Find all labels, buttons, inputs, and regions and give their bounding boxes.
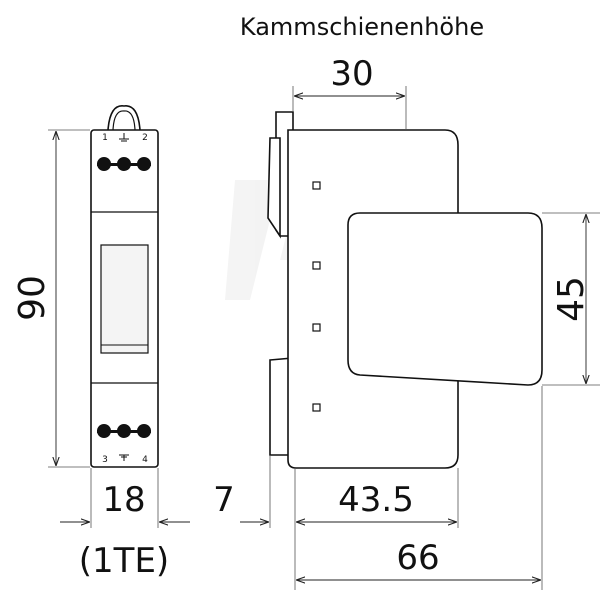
side-slot (312, 261, 321, 270)
offset-7-label: 7 (213, 480, 235, 520)
side-slot (312, 181, 321, 190)
hanger-loop (107, 105, 141, 131)
cover-45-label: 45 (551, 276, 592, 322)
front-view: 1 2 3 4 (90, 105, 159, 468)
terminal-number-3: 3 (102, 455, 108, 465)
ground-symbol-top-icon (119, 133, 129, 142)
dimension-depth-66: 66 (297, 386, 543, 590)
rail-clip-top-tab (267, 137, 281, 239)
front-cover (347, 212, 543, 386)
terminal-number-4: 4 (142, 455, 148, 465)
height-90-label: 90 (12, 275, 53, 321)
dimension-cover-45: 45 (542, 212, 600, 386)
comb-busbar-height-title: Kammschienenhöhe (240, 13, 484, 41)
side-slot (312, 323, 321, 332)
side-slot (312, 403, 321, 412)
comb-height-30-label: 30 (330, 54, 373, 94)
terminal-number-1: 1 (102, 133, 108, 143)
module-units-label: (1TE) (79, 541, 169, 581)
dimension-comb-height-30: 30 (292, 54, 407, 130)
depth-43-5-label: 43.5 (338, 480, 414, 520)
dimension-offset-7: 7 (213, 456, 271, 528)
hanger-loop-inner (112, 110, 136, 131)
terminal-number-2: 2 (142, 133, 148, 143)
top-terminals (97, 157, 151, 171)
front-window (100, 244, 149, 354)
ground-symbol-bottom-icon (119, 454, 129, 461)
depth-66-label: 66 (396, 538, 439, 578)
dimension-width-18: 18 (1TE) (60, 468, 190, 581)
bottom-terminals (97, 424, 151, 438)
dimension-depth-43-5: 43.5 (294, 468, 459, 590)
width-18-label: 18 (102, 480, 145, 520)
side-view (267, 111, 543, 469)
dimension-height-90: 90 (12, 129, 90, 468)
